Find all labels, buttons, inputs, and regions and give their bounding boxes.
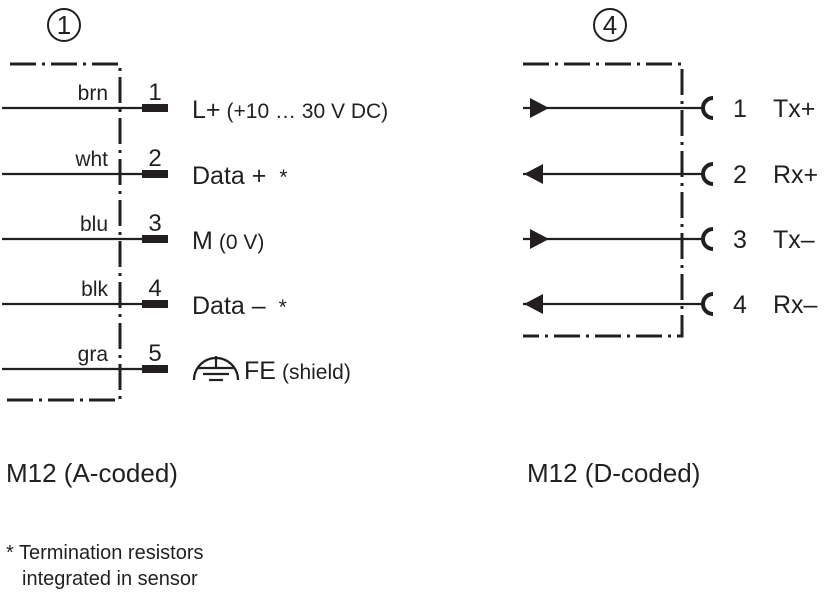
pin-row: 3 Tx– [523, 226, 815, 254]
pin-row: 1 Tx+ [523, 95, 815, 123]
pin-row: brn 1L+ (+10 … 30 V DC) [2, 79, 388, 124]
pin-number: 4 [148, 275, 161, 302]
pin-signal: M (0 V) [192, 227, 264, 255]
pin-number: 4 [733, 291, 747, 319]
arrow-right-icon [530, 229, 549, 249]
wire-color: blu [80, 213, 108, 236]
pin-contact [142, 235, 168, 243]
pin-signal: FE (shield) [244, 357, 351, 385]
signal-detail: * [279, 166, 287, 189]
pin-contact [142, 300, 168, 308]
footnote-line-1: * Termination resistors [6, 542, 204, 564]
pin-signal: Rx+ [773, 161, 818, 189]
wire-color: gra [78, 343, 109, 366]
arrow-left-icon [524, 294, 543, 314]
pin-signal: Data + * [192, 162, 288, 190]
pin-contact [142, 104, 168, 112]
signal-detail: (shield) [282, 361, 351, 384]
socket-contact-icon [701, 96, 714, 120]
pin-number: 3 [148, 210, 161, 237]
connector-4-badge [593, 8, 627, 42]
pin-signal: Tx– [773, 226, 815, 254]
pin-signal: Rx– [773, 291, 818, 319]
pin-number: 2 [148, 145, 161, 172]
pin-number: 2 [733, 161, 747, 189]
pin-number: 3 [733, 226, 747, 254]
footnote: * Termination resistors integrated in se… [6, 540, 203, 592]
connector-4-number: 4 [603, 10, 617, 40]
pin-signal: L+ (+10 … 30 V DC) [192, 96, 388, 124]
signal-name: Data – [192, 292, 273, 320]
pin-row: 4 Rx– [523, 291, 818, 319]
pin-number: 5 [148, 340, 161, 367]
signal-detail: (+10 … 30 V DC) [227, 100, 389, 123]
pin-signal: Data – * [192, 292, 287, 320]
wire-color: blk [81, 278, 108, 301]
signal-name: FE [244, 357, 276, 385]
arrow-right-icon [530, 98, 549, 118]
pin-row: gra 5FE (shield) [2, 340, 351, 385]
arrow-left-icon [524, 164, 543, 184]
protective-earth-icon [192, 356, 240, 382]
footnote-line-2: integrated in sensor [22, 568, 198, 590]
wire-color: brn [78, 82, 108, 105]
signal-name: Data + [192, 162, 273, 190]
connector-4-housing [523, 62, 684, 338]
signal-detail: (0 V) [219, 231, 265, 254]
socket-contact-icon [701, 162, 714, 186]
signal-name: L+ [192, 96, 221, 124]
connector-1-badge [47, 8, 81, 42]
pin-row: blu 3M (0 V) [2, 210, 264, 255]
pin-number: 1 [148, 79, 161, 106]
connector-4-name: M12 (D-coded) [527, 458, 701, 488]
connector-1-housing [2, 62, 122, 402]
pin-number: 1 [733, 95, 747, 123]
pin-row: 2 Rx+ [523, 161, 818, 189]
connector-1-number: 1 [57, 10, 71, 40]
socket-contact-icon [701, 292, 714, 316]
signal-detail: * [279, 296, 287, 319]
wire-color: wht [74, 148, 108, 171]
connector-1-name: M12 (A-coded) [6, 458, 178, 488]
signal-name: M [192, 227, 213, 255]
pin-signal: Tx+ [773, 95, 815, 123]
pin-contact [142, 170, 168, 178]
pin-contact [142, 365, 168, 373]
socket-contact-icon [701, 227, 714, 251]
